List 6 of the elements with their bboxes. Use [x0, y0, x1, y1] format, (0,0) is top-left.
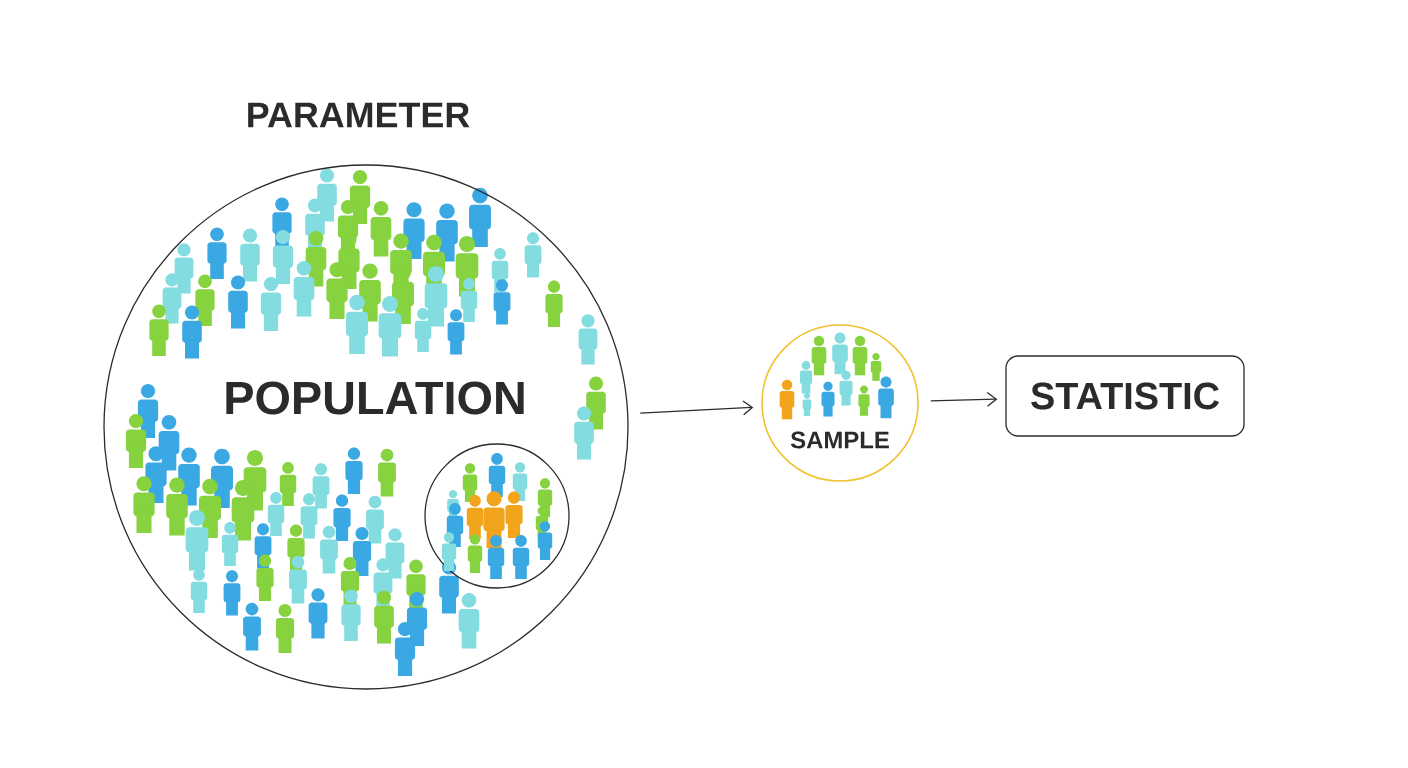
arrow [639, 400, 754, 416]
population-label: POPULATION [226, 381, 524, 415]
arrow [930, 391, 998, 407]
heading: PARAMETER [248, 102, 470, 128]
subset-circle [424, 443, 570, 589]
statistic-box: STATISTIC [1005, 355, 1245, 437]
